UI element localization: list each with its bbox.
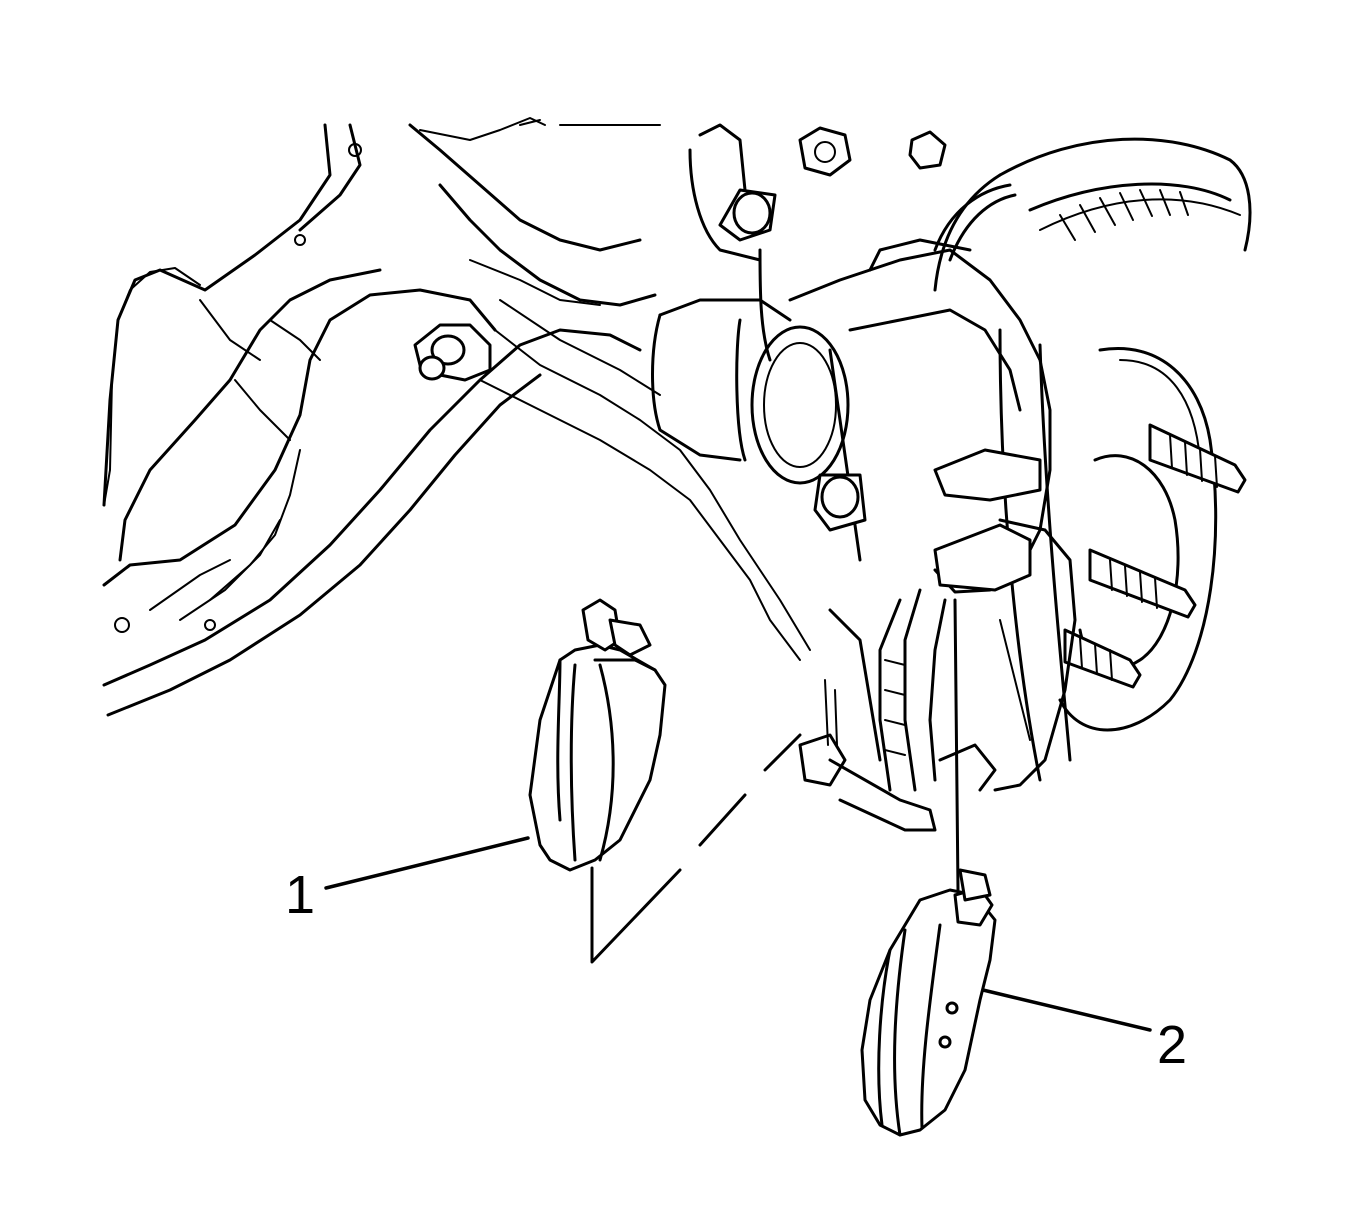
brake-pad-inner xyxy=(528,598,667,872)
wheel-stud-middle xyxy=(1088,548,1197,619)
callout-2-label: 2 xyxy=(1157,1015,1187,1075)
brake-pad-outer xyxy=(860,868,997,1137)
guide-lines xyxy=(590,598,960,964)
suspension-arm xyxy=(102,117,811,717)
callout-2-leader xyxy=(981,988,1152,1032)
callout-1: 1 xyxy=(285,836,530,925)
brake-caliper xyxy=(651,123,1077,832)
wheel-stud-bottom xyxy=(1063,628,1142,689)
brake-rotor xyxy=(933,137,1252,782)
callout-1-leader xyxy=(324,836,530,890)
wheel-stud-top xyxy=(1148,423,1247,494)
callout-2: 2 xyxy=(981,988,1187,1075)
callout-1-label: 1 xyxy=(285,865,315,925)
